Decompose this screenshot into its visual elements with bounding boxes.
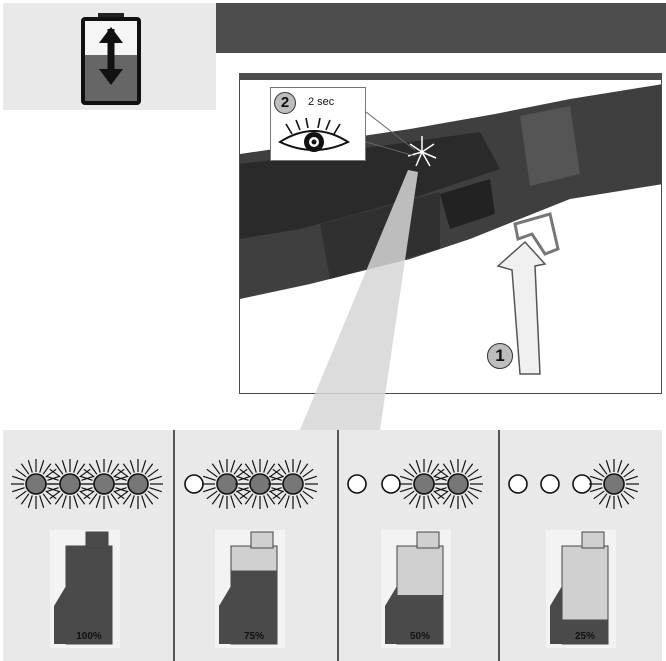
led-off-icon [381, 474, 401, 494]
led-off-icon [572, 474, 592, 494]
charge-percentage-label: 25% [574, 631, 595, 642]
led-lit-icon [589, 459, 639, 509]
charge-percentage-label: 50% [409, 631, 430, 642]
led-off-icon [508, 474, 528, 494]
led-off-icon [540, 474, 560, 494]
led-lit-icon [202, 459, 252, 509]
header-bar [216, 3, 666, 53]
panel-divider [498, 430, 500, 661]
press-arrow-icon [496, 240, 547, 375]
battery-level-icon [50, 530, 120, 648]
step-number-2: 2 [274, 92, 296, 114]
battery-level-icon [215, 530, 285, 648]
duration-label: 2 sec [308, 96, 335, 108]
led-lit-icon [11, 459, 61, 509]
led-lit-icon [268, 459, 318, 509]
charge-percentage-label: 100% [76, 631, 102, 642]
led-off-icon [347, 474, 367, 494]
charge-percentage-label: 75% [243, 631, 264, 642]
illustration-top-bar [239, 73, 662, 80]
battery-charge-status-icon [81, 13, 141, 105]
led-lit-icon [433, 459, 483, 509]
eye-icon [277, 118, 351, 152]
battery-level-icon [381, 530, 451, 648]
battery-icon-box [3, 3, 216, 110]
led-off-icon [184, 474, 204, 494]
panel-divider [173, 430, 175, 661]
step-number-1: 1 [487, 343, 513, 369]
panel-divider [337, 430, 339, 661]
led-lit-icon [113, 459, 163, 509]
battery-level-icon [546, 530, 616, 648]
